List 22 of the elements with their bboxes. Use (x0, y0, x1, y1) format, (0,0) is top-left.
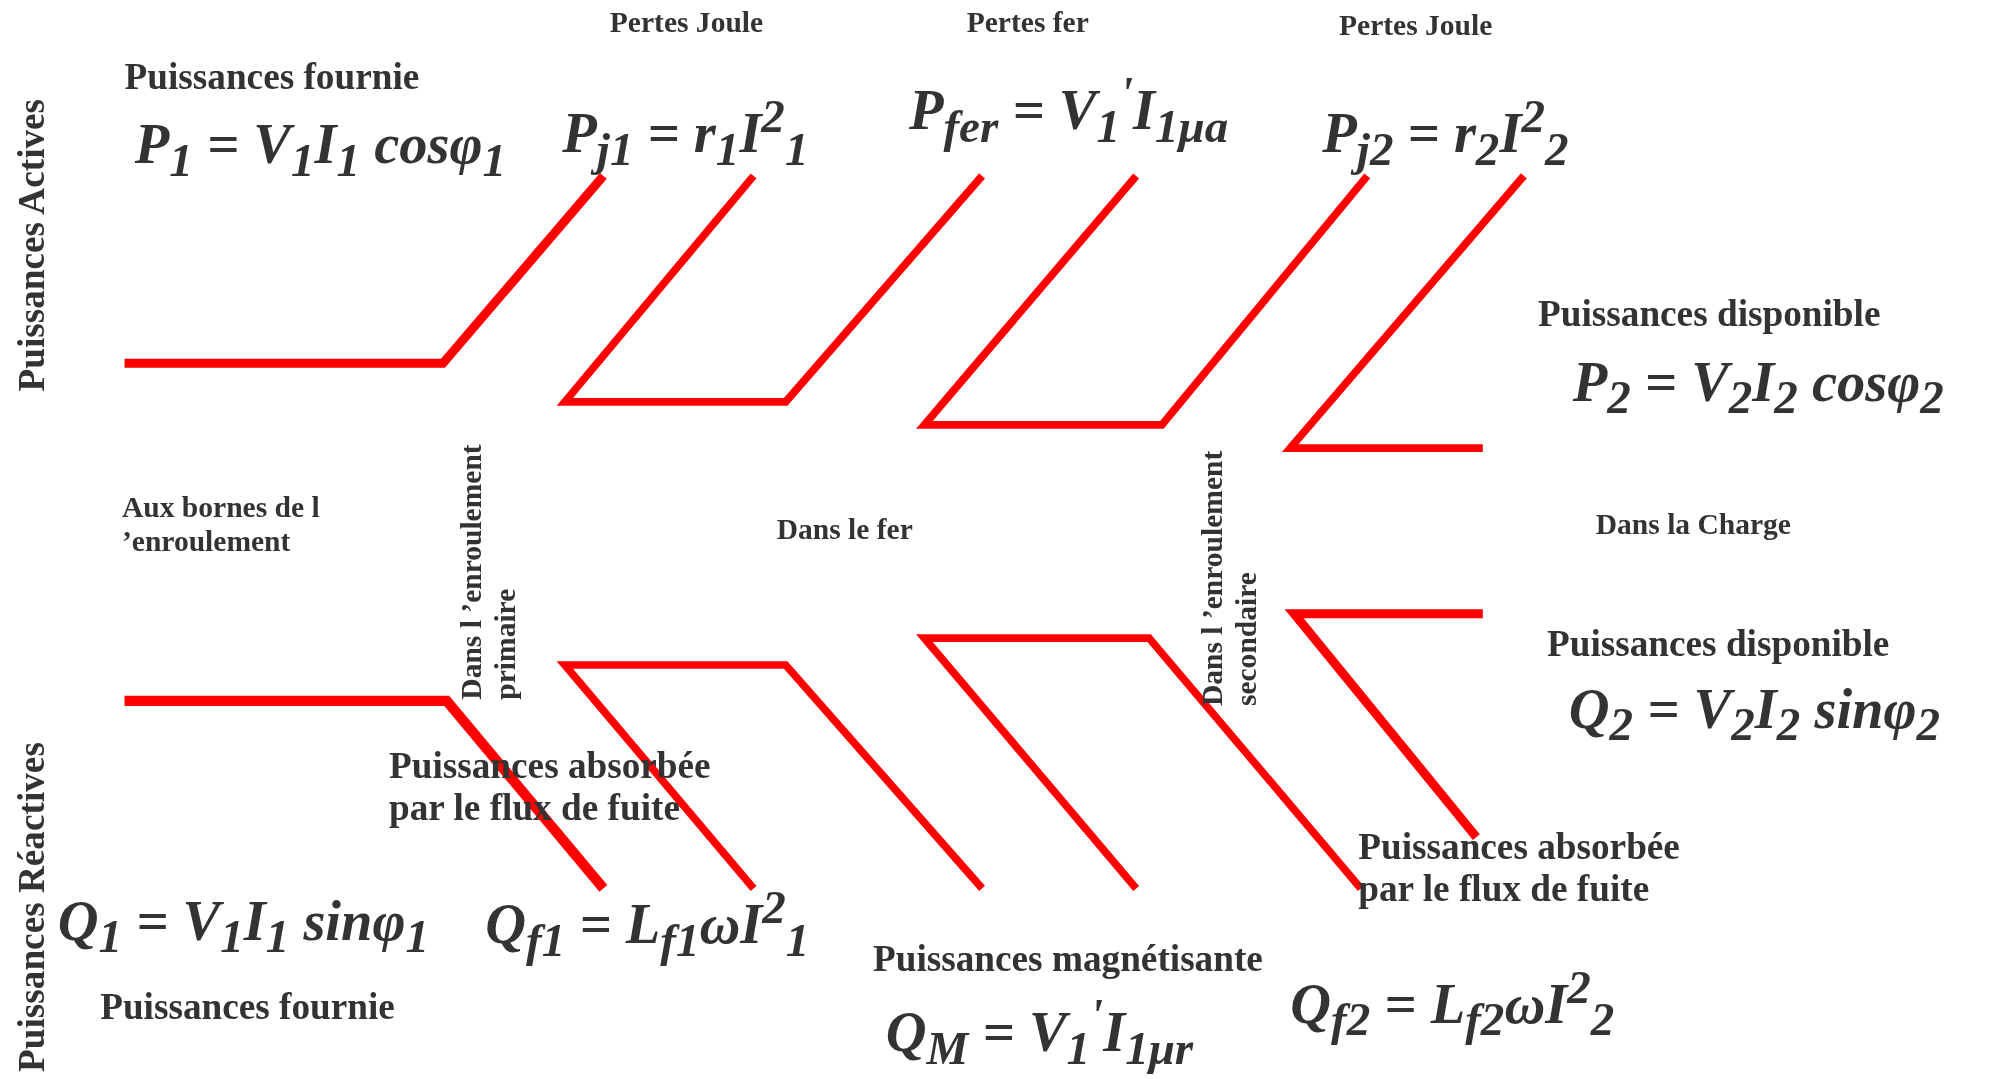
section-label: Dans l ’enroulement primaire (455, 443, 523, 700)
power-label: Puissances fournie (100, 985, 395, 1029)
power-label: Puissances absorbée par le flux de fuite (1358, 825, 1681, 912)
section-label: Aux bornes de l ’enroulement (121, 491, 321, 560)
loss-label: Pertes fer (966, 6, 1089, 41)
loss-label: Pertes Joule (1339, 9, 1493, 43)
power-label: Puissances magnétisante (873, 937, 1263, 980)
formula: P$_{fer}$ = V$_{1}$$^{'}$I$_{1μa}$ (908, 66, 1229, 154)
formula: Q$_{2}$ = V$_{2}$I$_{2}$ sinφ$_{2}$ (1568, 677, 1941, 753)
formula: Q$_{M}$ = V$_{1}$$^{'}$I$_{1μr}$ (885, 988, 1194, 1076)
loss-label: Pertes Joule (609, 6, 764, 41)
formula: P$_{1}$ = V$_{1}$I$_{1}$ cosφ$_{1}$ (134, 112, 506, 188)
axis-title: Puissances Actives (10, 97, 53, 392)
section-label: Dans le fer (776, 513, 913, 548)
formula: P$_{2}$ = V$_{2}$I$_{2}$ cosφ$_{2}$ (1572, 350, 1944, 425)
section-label: Dans l ’enroulement secondaire (1196, 449, 1264, 707)
axis-title: Puissances Réactives (10, 741, 53, 1072)
section-label: Dans la Charge (1595, 508, 1791, 543)
power-label: Puissances disponible (1547, 622, 1890, 666)
power-label: Puissances fournie (124, 55, 420, 98)
formula: Q$_{1}$ = V$_{1}$I$_{1}$ sinφ$_{1}$ (57, 889, 430, 965)
power-label: Puissances disponible (1538, 292, 1881, 336)
